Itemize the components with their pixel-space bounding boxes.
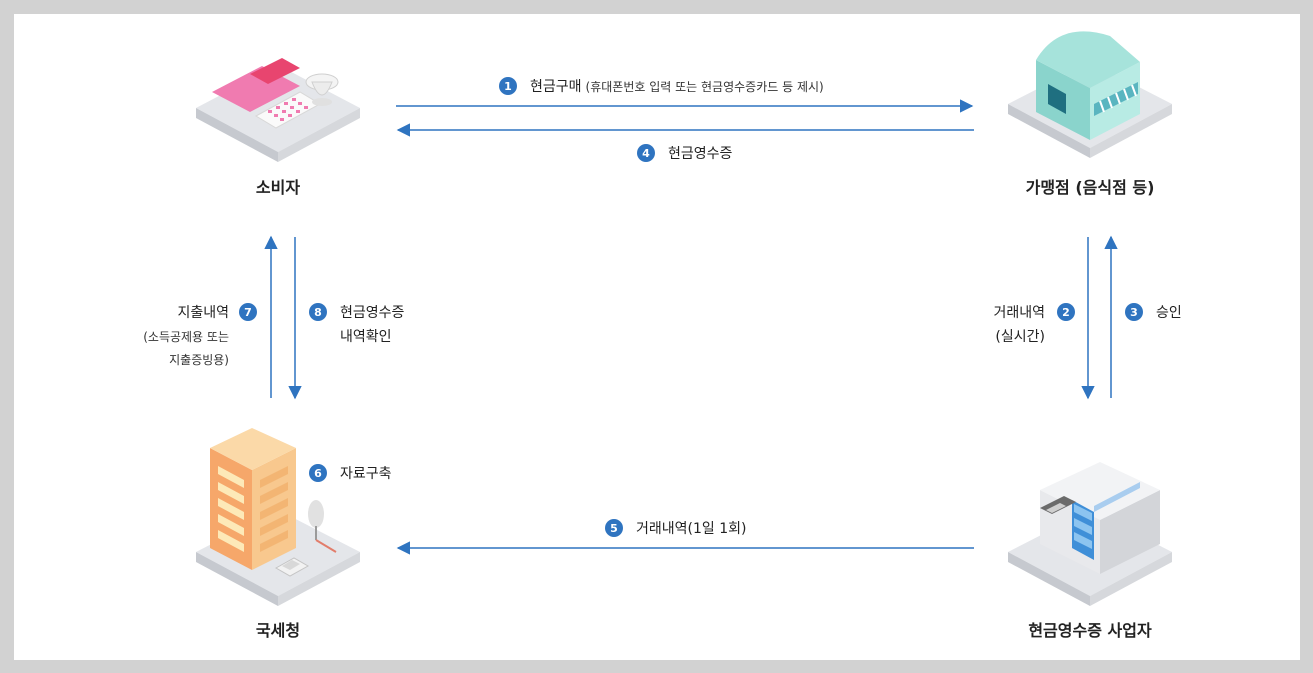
step-badge bbox=[499, 77, 517, 95]
step-badge bbox=[309, 303, 327, 321]
step-number: 1 bbox=[504, 80, 512, 93]
step-number: 4 bbox=[642, 147, 650, 160]
step-5: 5 거래내역(1일 1회) bbox=[605, 519, 746, 537]
step-8: 8 현금영수증 내역확인 bbox=[309, 303, 405, 345]
step-3: 3 승인 bbox=[1125, 303, 1182, 321]
step-label: 현금영수증 bbox=[340, 305, 405, 321]
step-number: 8 bbox=[314, 306, 322, 319]
step-label: 승인 bbox=[1156, 305, 1182, 321]
step-2: 2 거래내역 (실시간) bbox=[993, 303, 1075, 345]
node-consumer-label: 소비자 bbox=[256, 178, 300, 197]
step-label: 현금영수증 bbox=[668, 146, 733, 162]
step-badge bbox=[239, 303, 257, 321]
step-label: 자료구축 bbox=[340, 466, 392, 482]
step-sublabel: 내역확인 bbox=[340, 329, 392, 345]
step-7: 7 지출내역 (소득공제용 또는 지출증빙용) bbox=[143, 303, 257, 367]
step-sublabel: (실시간) bbox=[995, 329, 1045, 345]
step-label: 지출내역 bbox=[177, 305, 229, 321]
step-1: 1 현금구매(휴대폰번호 입력 또는 현금영수증카드 등 제시) bbox=[499, 77, 824, 95]
step-label: 현금구매(휴대폰번호 입력 또는 현금영수증카드 등 제시) bbox=[530, 79, 824, 95]
merchant-illustration bbox=[1008, 31, 1172, 158]
step-badge bbox=[1057, 303, 1075, 321]
arrows bbox=[264, 99, 1118, 555]
operator-illustration bbox=[1008, 462, 1172, 606]
step-badge bbox=[637, 144, 655, 162]
step-6: 6 자료구축 bbox=[309, 464, 392, 482]
step-sublabel: (소득공제용 또는 bbox=[143, 330, 229, 344]
step-label: 거래내역(1일 1회) bbox=[636, 521, 746, 537]
node-merchant-label: 가맹점 (음식점 등) bbox=[1026, 178, 1155, 197]
step-number: 7 bbox=[244, 306, 252, 319]
node-operator-label: 현금영수증 사업자 bbox=[1028, 621, 1152, 640]
step-label: 거래내역 bbox=[993, 305, 1045, 321]
step-number: 2 bbox=[1062, 306, 1070, 319]
step-badge bbox=[1125, 303, 1143, 321]
step-number: 6 bbox=[314, 467, 322, 480]
step-number: 5 bbox=[610, 522, 618, 535]
node-nts-label: 국세청 bbox=[256, 621, 300, 640]
step-sublabel: 지출증빙용) bbox=[169, 353, 229, 367]
step-badge bbox=[605, 519, 623, 537]
step-number: 3 bbox=[1130, 306, 1138, 319]
step-badge bbox=[309, 464, 327, 482]
nts-illustration bbox=[196, 428, 360, 606]
consumer-illustration bbox=[196, 58, 360, 162]
step-4: 4 현금영수증 bbox=[637, 144, 733, 162]
